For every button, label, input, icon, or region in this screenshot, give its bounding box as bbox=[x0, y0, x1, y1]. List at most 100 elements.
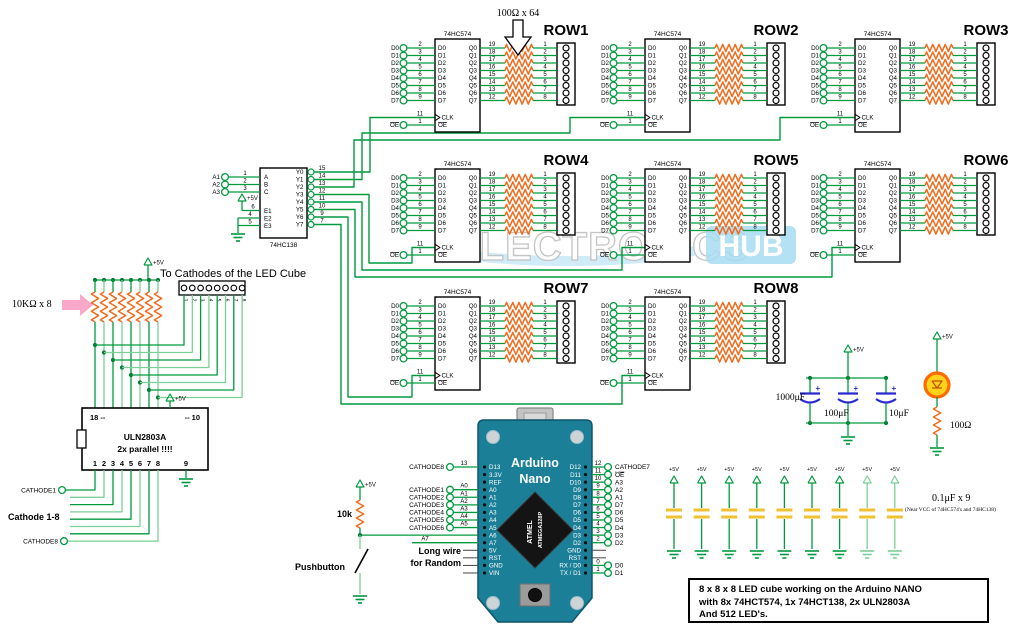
svg-text:74HC574: 74HC574 bbox=[864, 161, 892, 168]
svg-text:14: 14 bbox=[909, 80, 916, 86]
svg-text:+5V: +5V bbox=[153, 261, 164, 267]
svg-text:D5: D5 bbox=[858, 213, 866, 220]
svg-text:Q2: Q2 bbox=[889, 190, 898, 197]
svg-text:4: 4 bbox=[628, 187, 632, 193]
svg-text:D3: D3 bbox=[615, 532, 624, 539]
svg-text:13: 13 bbox=[319, 181, 326, 187]
svg-text:D0: D0 bbox=[811, 45, 819, 52]
svg-text:4: 4 bbox=[753, 195, 757, 201]
svg-text:17: 17 bbox=[699, 57, 706, 63]
svg-text:D3: D3 bbox=[811, 198, 819, 205]
svg-text:Q6: Q6 bbox=[679, 348, 688, 355]
svg-text:6: 6 bbox=[224, 299, 230, 302]
svg-text:OE: OE bbox=[648, 380, 657, 387]
svg-text:6: 6 bbox=[418, 330, 422, 336]
svg-text:2: 2 bbox=[628, 300, 632, 306]
svg-text:16: 16 bbox=[909, 65, 916, 71]
svg-text:D6: D6 bbox=[811, 220, 819, 227]
svg-text:Q5: Q5 bbox=[469, 341, 478, 348]
svg-text:D5: D5 bbox=[438, 83, 446, 90]
svg-text:D6: D6 bbox=[615, 510, 624, 517]
svg-text:19: 19 bbox=[489, 42, 496, 48]
svg-text:2: 2 bbox=[596, 537, 600, 543]
svg-text:Q1: Q1 bbox=[889, 183, 898, 190]
svg-text:D3: D3 bbox=[438, 68, 446, 75]
svg-text:4: 4 bbox=[418, 187, 422, 193]
svg-text:A2: A2 bbox=[460, 499, 468, 505]
svg-text:17: 17 bbox=[489, 315, 496, 321]
svg-text:6: 6 bbox=[753, 210, 757, 216]
svg-text:Q1: Q1 bbox=[889, 53, 898, 60]
svg-text:D4: D4 bbox=[648, 205, 656, 212]
svg-text:4: 4 bbox=[596, 522, 600, 528]
svg-text:D0: D0 bbox=[648, 303, 656, 310]
svg-text:D6: D6 bbox=[391, 90, 399, 97]
svg-text:B: B bbox=[264, 182, 268, 189]
svg-text:D7: D7 bbox=[601, 228, 609, 235]
svg-text:D5: D5 bbox=[615, 517, 624, 524]
svg-text:D2: D2 bbox=[648, 190, 656, 197]
svg-text:6: 6 bbox=[596, 506, 600, 512]
svg-text:RX / D0: RX / D0 bbox=[559, 563, 581, 570]
svg-text:Q7: Q7 bbox=[679, 356, 688, 363]
svg-text:CATHODE2: CATHODE2 bbox=[409, 494, 444, 501]
svg-text:E1: E1 bbox=[264, 208, 272, 215]
svg-text:16: 16 bbox=[699, 195, 706, 201]
svg-text:D1: D1 bbox=[391, 183, 399, 190]
svg-text:Arduino: Arduino bbox=[511, 456, 559, 470]
svg-text:D2: D2 bbox=[601, 190, 609, 197]
svg-text:1: 1 bbox=[418, 119, 422, 125]
svg-text:CLK: CLK bbox=[442, 115, 455, 122]
svg-text:A: A bbox=[264, 174, 269, 181]
svg-text:11: 11 bbox=[627, 242, 634, 248]
svg-text:Q2: Q2 bbox=[679, 318, 688, 325]
svg-text:15: 15 bbox=[909, 72, 916, 78]
svg-text:D4: D4 bbox=[438, 205, 446, 212]
svg-text:100Ω: 100Ω bbox=[950, 421, 971, 431]
svg-text:ROW4: ROW4 bbox=[544, 152, 590, 169]
svg-text:A6: A6 bbox=[489, 532, 497, 539]
svg-text:D3: D3 bbox=[858, 198, 866, 205]
svg-text:6: 6 bbox=[138, 459, 142, 468]
svg-text:18: 18 bbox=[909, 50, 916, 56]
svg-text:1: 1 bbox=[753, 42, 757, 48]
svg-text:D7: D7 bbox=[601, 356, 609, 363]
svg-text:17: 17 bbox=[489, 187, 496, 193]
svg-text:4: 4 bbox=[418, 315, 422, 321]
svg-text:1: 1 bbox=[243, 171, 247, 177]
svg-text:D6: D6 bbox=[858, 220, 866, 227]
svg-text:9: 9 bbox=[418, 95, 422, 101]
svg-text:5: 5 bbox=[543, 202, 547, 208]
svg-text:Q3: Q3 bbox=[679, 326, 688, 333]
svg-text:D4: D4 bbox=[811, 75, 819, 82]
svg-text:7: 7 bbox=[628, 80, 632, 86]
svg-text:100μF: 100μF bbox=[824, 409, 849, 419]
svg-text:8: 8 bbox=[963, 95, 967, 101]
svg-text:7: 7 bbox=[543, 87, 547, 93]
svg-text:1: 1 bbox=[543, 300, 547, 306]
svg-text:11: 11 bbox=[319, 196, 326, 202]
svg-text:D7: D7 bbox=[648, 228, 656, 235]
svg-text:100Ω x 64: 100Ω x 64 bbox=[497, 8, 539, 19]
svg-text:D4: D4 bbox=[601, 333, 609, 340]
svg-text:D5: D5 bbox=[601, 341, 609, 348]
svg-text:D7: D7 bbox=[438, 98, 446, 105]
svg-text:6: 6 bbox=[543, 338, 547, 344]
svg-text:4: 4 bbox=[248, 212, 252, 218]
svg-text:D7: D7 bbox=[648, 356, 656, 363]
svg-text:14: 14 bbox=[699, 338, 706, 344]
svg-text:11: 11 bbox=[417, 370, 424, 376]
svg-text:11: 11 bbox=[627, 370, 634, 376]
svg-text:D1: D1 bbox=[391, 53, 399, 60]
svg-text:+: + bbox=[892, 384, 897, 393]
svg-text:D5: D5 bbox=[391, 213, 399, 220]
svg-text:D0: D0 bbox=[391, 303, 399, 310]
svg-text:Q1: Q1 bbox=[469, 311, 478, 318]
svg-text:7: 7 bbox=[596, 499, 600, 505]
svg-text:+5V: +5V bbox=[779, 467, 789, 473]
